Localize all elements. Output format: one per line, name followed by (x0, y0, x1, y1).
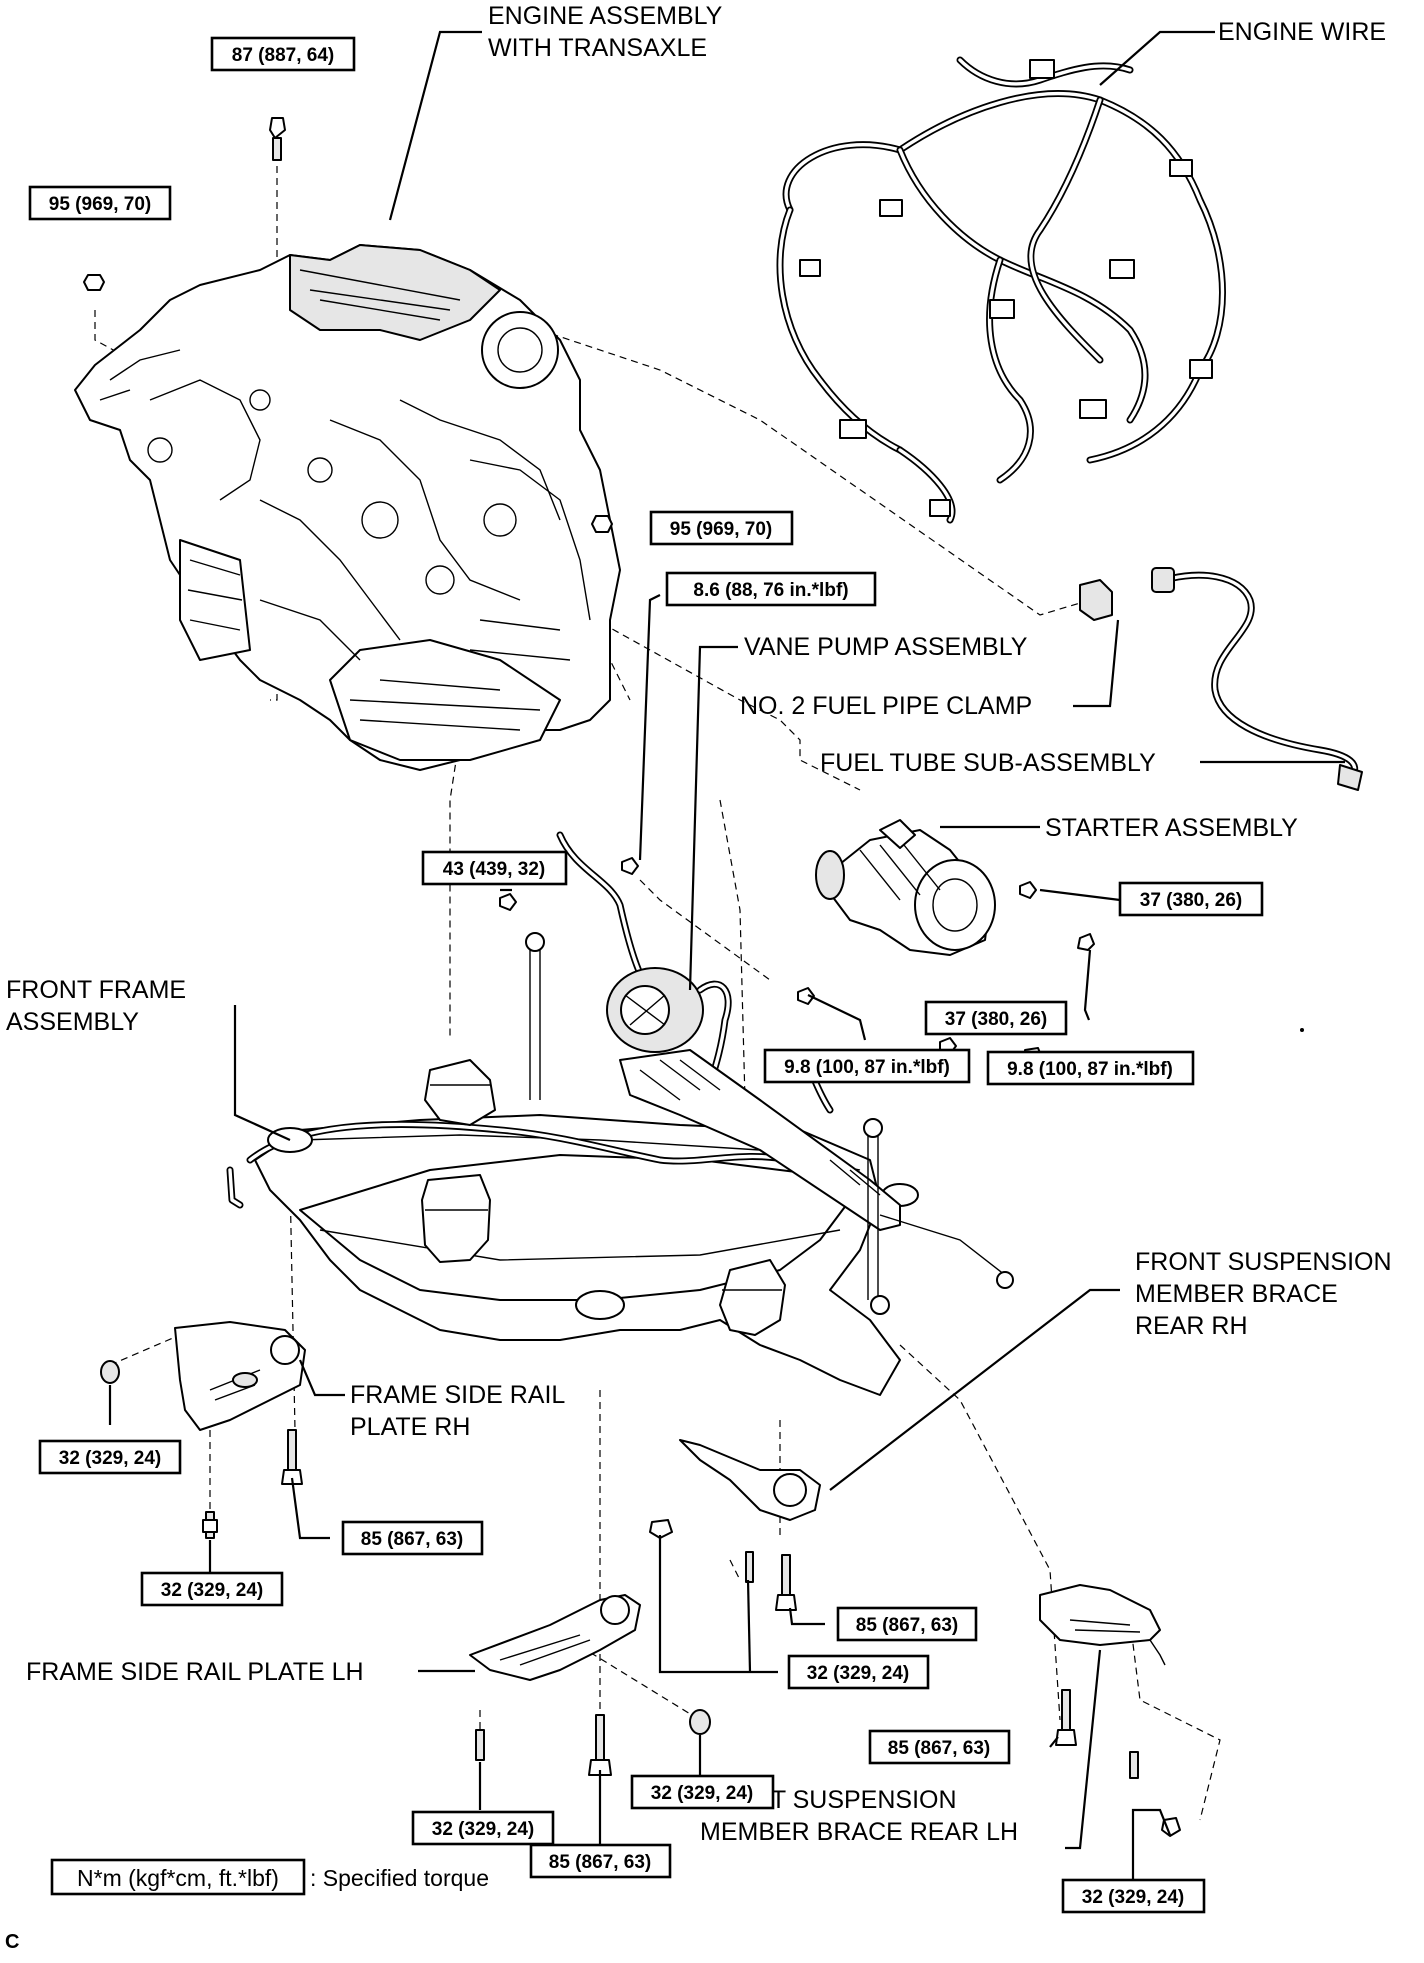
starter-label: STARTER ASSEMBLY (1045, 814, 1298, 842)
svg-text:9.8 (100, 87 in.*lbf): 9.8 (100, 87 in.*lbf) (1007, 1059, 1173, 1080)
svg-text:37 (380, 26): 37 (380, 26) (1140, 890, 1242, 911)
front-frame-label-1: FRONT FRAME (6, 976, 186, 1004)
torque-box-95-left: 95 (969, 70) (28, 185, 172, 221)
brace-rear-lh-label-2: MEMBER BRACE REAR LH (700, 1818, 1018, 1846)
torque-box-32-lh-plate: 32 (329, 24) (411, 1810, 555, 1846)
svg-text:85 (867, 63): 85 (867, 63) (856, 1615, 958, 1636)
torque-box-37-upper: 37 (380, 26) (1118, 881, 1264, 917)
svg-text:85 (867, 63): 85 (867, 63) (888, 1738, 990, 1759)
front-frame-drawing (226, 932, 1014, 1396)
torque-box-9-8-right: 9.8 (100, 87 in.*lbf) (986, 1050, 1195, 1086)
svg-text:32 (329, 24): 32 (329, 24) (1082, 1887, 1184, 1908)
legend-description: : Specified torque (310, 1865, 489, 1891)
torque-box-85-brace-lh: 85 (867, 63) (868, 1729, 1011, 1765)
torque-box-95-right: 95 (969, 70) (649, 510, 794, 546)
svg-text:32 (329, 24): 32 (329, 24) (432, 1819, 534, 1840)
engine-assembly-drawing (74, 244, 621, 771)
svg-text:95 (969, 70): 95 (969, 70) (49, 194, 151, 215)
svg-text:32 (329, 24): 32 (329, 24) (161, 1580, 263, 1601)
fuel-tube-label: FUEL TUBE SUB-ASSEMBLY (820, 749, 1156, 777)
torque-legend: N*m (kgf*cm, ft.*lbf) : Specified torque (50, 1858, 489, 1896)
brace-rear-rh-label-2: MEMBER BRACE (1135, 1280, 1338, 1308)
vane-pump-label: VANE PUMP ASSEMBLY (744, 633, 1028, 661)
figure-code: C (5, 1931, 19, 1953)
svg-text:87 (887, 64): 87 (887, 64) (232, 45, 334, 66)
torque-box-85-brace-rh: 85 (867, 63) (836, 1606, 978, 1642)
brace-rear-rh-label-1: FRONT SUSPENSION (1135, 1248, 1392, 1276)
stray-dot (1300, 1028, 1304, 1032)
torque-box-87-top: 87 (887, 64) (210, 36, 356, 72)
fasteners (83, 117, 1181, 1837)
torque-box-8-6: 8.6 (88, 76 in.*lbf) (665, 571, 877, 607)
svg-text:32 (329, 24): 32 (329, 24) (651, 1783, 753, 1804)
torque-box-9-8-left: 9.8 (100, 87 in.*lbf) (763, 1048, 971, 1084)
svg-text:37 (380, 26): 37 (380, 26) (945, 1009, 1047, 1030)
torque-box-85-rh-plate: 85 (867, 63) (341, 1520, 484, 1556)
brace-and-plate-drawings (174, 1321, 1166, 1681)
leader-lines (108, 30, 1345, 1880)
engine-assembly-label-1: ENGINE ASSEMBLY (488, 2, 723, 30)
svg-text:85 (867, 63): 85 (867, 63) (361, 1529, 463, 1550)
torque-box-32-brace-lh: 32 (329, 24) (1061, 1878, 1206, 1914)
engine-assembly-label-2: WITH TRANSAXLE (488, 34, 707, 62)
frame-rail-rh-label-2: PLATE RH (350, 1413, 470, 1441)
svg-text:43 (439, 32): 43 (439, 32) (443, 859, 545, 880)
torque-box-32-rh-plate-lower: 32 (329, 24) (140, 1571, 284, 1607)
brace-rear-rh-label-3: REAR RH (1135, 1312, 1248, 1340)
svg-text:8.6 (88, 76 in.*lbf): 8.6 (88, 76 in.*lbf) (693, 580, 848, 601)
front-frame-label-2: ASSEMBLY (6, 1008, 139, 1036)
no2-fuel-pipe-clamp-label: NO. 2 FUEL PIPE CLAMP (740, 692, 1032, 720)
svg-text:95 (969, 70): 95 (969, 70) (670, 519, 772, 540)
vane-pump-drawing (556, 831, 732, 1124)
fuel-tube-drawing (1079, 567, 1363, 791)
engine-wire-label: ENGINE WIRE (1218, 18, 1386, 46)
svg-text:32 (329, 24): 32 (329, 24) (807, 1663, 909, 1684)
svg-text:85 (867, 63): 85 (867, 63) (549, 1852, 651, 1873)
legend-box-text: N*m (kgf*cm, ft.*lbf) (77, 1865, 279, 1891)
starter-assembly-drawing (815, 819, 996, 956)
torque-box-37-lower: 37 (380, 26) (924, 1000, 1068, 1036)
torque-box-85-lh-plate: 85 (867, 63) (529, 1843, 672, 1879)
frame-rail-rh-label-1: FRAME SIDE RAIL (350, 1381, 565, 1409)
svg-text:32 (329, 24): 32 (329, 24) (59, 1448, 161, 1469)
torque-box-32-lh-plate-nut: 32 (329, 24) (630, 1774, 775, 1810)
torque-box-32-brace-rh: 32 (329, 24) (787, 1654, 930, 1690)
engine-wire-drawing (776, 56, 1226, 524)
svg-text:9.8 (100, 87 in.*lbf): 9.8 (100, 87 in.*lbf) (784, 1057, 950, 1078)
frame-rail-lh-label: FRAME SIDE RAIL PLATE LH (26, 1658, 364, 1686)
torque-box-32-rh-plate: 32 (329, 24) (38, 1439, 182, 1475)
torque-box-43: 43 (439, 32) (421, 850, 568, 886)
